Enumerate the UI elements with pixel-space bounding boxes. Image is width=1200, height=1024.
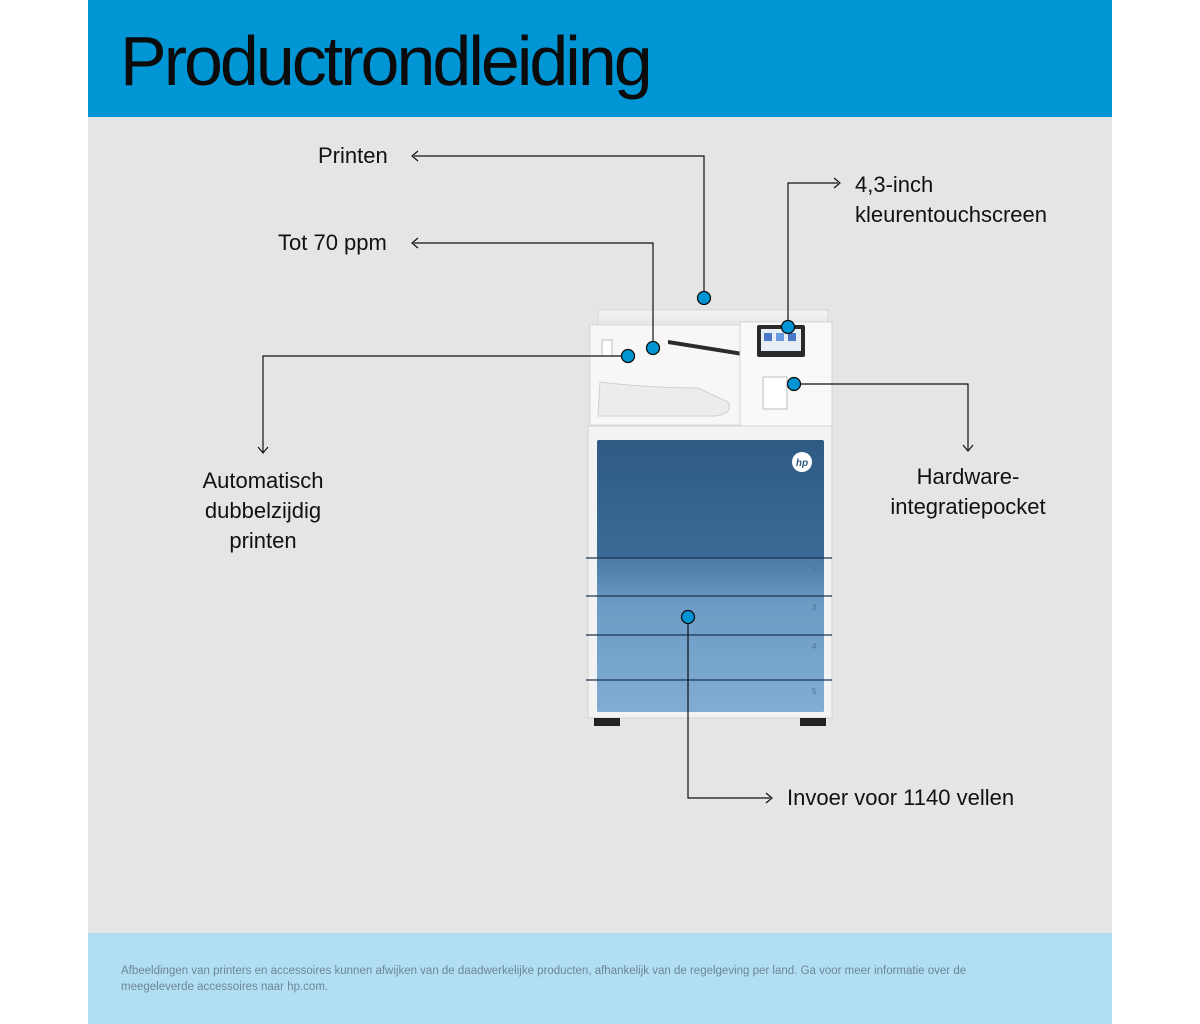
callout-input: Invoer voor 1140 vellen xyxy=(787,785,1015,810)
tray-number: 4 xyxy=(812,642,817,651)
input-arrow xyxy=(765,792,773,804)
speed-marker xyxy=(645,340,661,356)
touchscreen-arrow xyxy=(833,177,841,189)
callout-touchscreen-line: 4,3-inch xyxy=(855,172,934,197)
callout-speed: Tot 70 ppm xyxy=(278,230,387,255)
input-leader xyxy=(687,617,770,799)
callout-touchscreen-line: kleurentouchscreen xyxy=(855,202,1048,227)
speed-arrow xyxy=(411,237,419,249)
printen-leader xyxy=(414,155,705,298)
title-banner: Productrondleiding xyxy=(88,0,1112,117)
callout-printen: Printen xyxy=(318,143,388,168)
callout-touchscreen: 4,3-inch kleurentouchscreen xyxy=(855,170,1047,230)
disclaimer-footer: Afbeeldingen van printers en accessoires… xyxy=(88,933,1112,1024)
paper-cabinet: 2 3 4 5 hp xyxy=(586,425,833,726)
svg-text:hp: hp xyxy=(796,458,808,469)
callout-duplex-line: Automatisch xyxy=(202,468,324,493)
product-tour-panel: Productrondleiding 2 3 xyxy=(88,0,1112,1024)
callout-pocket: Hardware- integratiepocket xyxy=(868,462,1068,522)
input-marker xyxy=(680,609,696,625)
disclaimer-text: Afbeeldingen van printers en accessoires… xyxy=(121,965,967,993)
callout-pocket-line: integratiepocket xyxy=(890,494,1046,519)
duplex-leader xyxy=(262,355,628,452)
hardware-integration-pocket xyxy=(762,376,788,410)
touchscreen-leader xyxy=(787,182,838,327)
pocket-arrow xyxy=(962,444,974,452)
printen-arrow xyxy=(411,150,419,162)
duplex-marker xyxy=(620,348,636,364)
tray-number: 3 xyxy=(812,603,817,612)
speed-leader xyxy=(414,242,654,348)
hp-logo: hp xyxy=(792,452,812,472)
duplex-arrow xyxy=(257,446,269,454)
color-touchscreen xyxy=(757,325,805,357)
tray-number: 5 xyxy=(812,687,817,696)
printen-marker xyxy=(696,290,712,306)
pocket-marker xyxy=(786,376,802,392)
callout-pocket-line: Hardware- xyxy=(916,464,1020,489)
callout-duplex-line: dubbelzijdig xyxy=(204,498,322,523)
caster-wheel xyxy=(594,718,620,726)
touchscreen-marker xyxy=(780,319,796,335)
callout-lines xyxy=(257,150,974,804)
page-title: Productrondleiding xyxy=(120,22,653,100)
callout-duplex-line: printen xyxy=(229,528,297,553)
printer-illustration: 2 3 4 5 hp xyxy=(257,150,974,804)
callout-duplex: Automatisch dubbelzijdig printen xyxy=(183,466,343,556)
caster-wheel xyxy=(800,718,826,726)
pocket-leader xyxy=(794,383,969,450)
tray-number: 2 xyxy=(812,565,817,574)
